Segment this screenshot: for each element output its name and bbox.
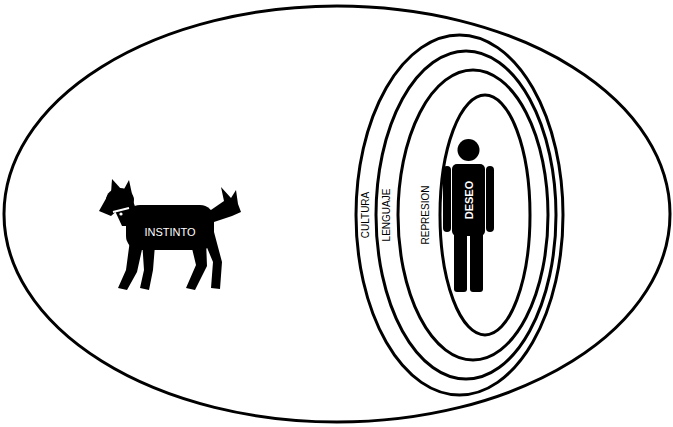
language-ring: LENGUAJE REPRESION DESEO: [376, 51, 556, 379]
desire-ring: DESEO: [440, 95, 530, 335]
ellipse-outline: [440, 95, 530, 335]
human-figure: [443, 139, 494, 292]
ring-label: CULTURA: [361, 192, 371, 238]
dog-silhouette: [99, 179, 241, 290]
ring-label: REPRESION: [421, 186, 431, 245]
instinct-label: INSTINTO: [144, 227, 195, 238]
culture-ring: CULTURA LENGUAJE REPRESION DESEO: [356, 35, 563, 395]
outer-ellipse: [4, 6, 670, 422]
ring-label: DESEO: [463, 181, 474, 220]
repression-ring: REPRESION DESEO: [398, 70, 548, 360]
collar-tag: [119, 212, 122, 215]
dog-collar: [113, 208, 129, 212]
ring-label: LENGUAJE: [382, 189, 392, 242]
